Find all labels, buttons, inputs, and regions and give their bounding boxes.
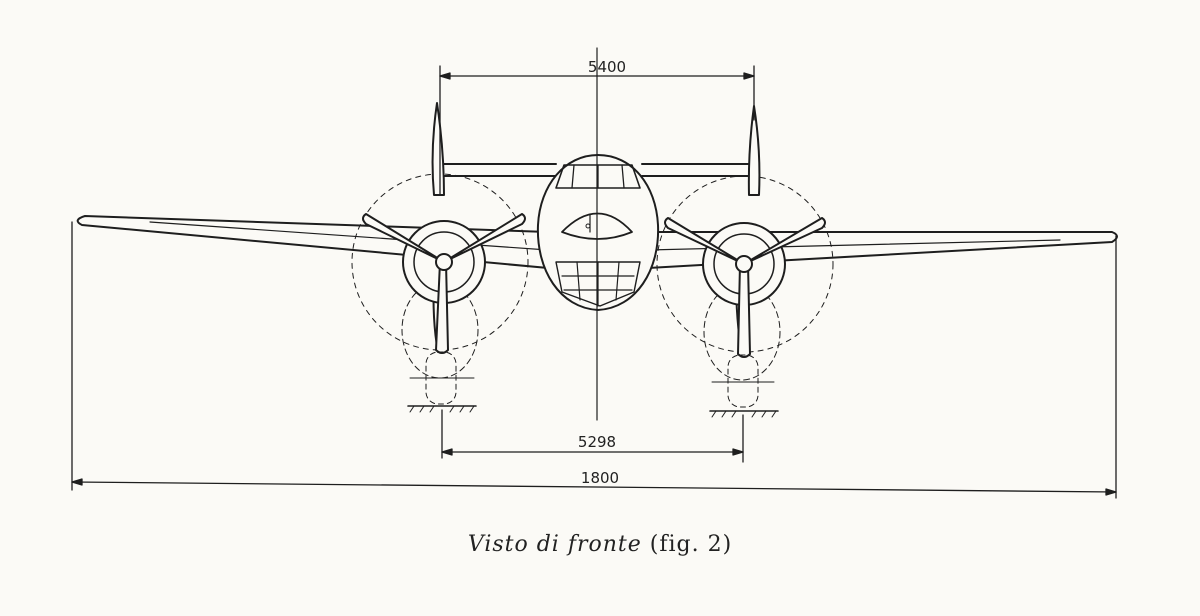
dimension-span <box>71 221 1117 499</box>
right-propeller-disc <box>656 175 834 353</box>
dimension-engine-spacing <box>439 65 755 196</box>
left-engine <box>351 102 529 413</box>
caption-title: Visto di fronte <box>467 532 642 557</box>
caption-figure-ref: (fig. 2) <box>649 532 733 557</box>
dimension-track <box>441 409 744 463</box>
tailplane <box>441 163 753 177</box>
dimension-label-span: 1800 <box>581 469 619 487</box>
left-spinner <box>435 253 453 271</box>
right-engine <box>656 105 834 418</box>
figure-caption: Visto di fronte (fig. 2) <box>0 532 1200 557</box>
right-spinner <box>735 255 753 273</box>
dimension-label-engine-spacing: 5400 <box>588 58 626 76</box>
dimension-label-track: 5298 <box>578 433 616 451</box>
fuselage <box>536 154 660 311</box>
